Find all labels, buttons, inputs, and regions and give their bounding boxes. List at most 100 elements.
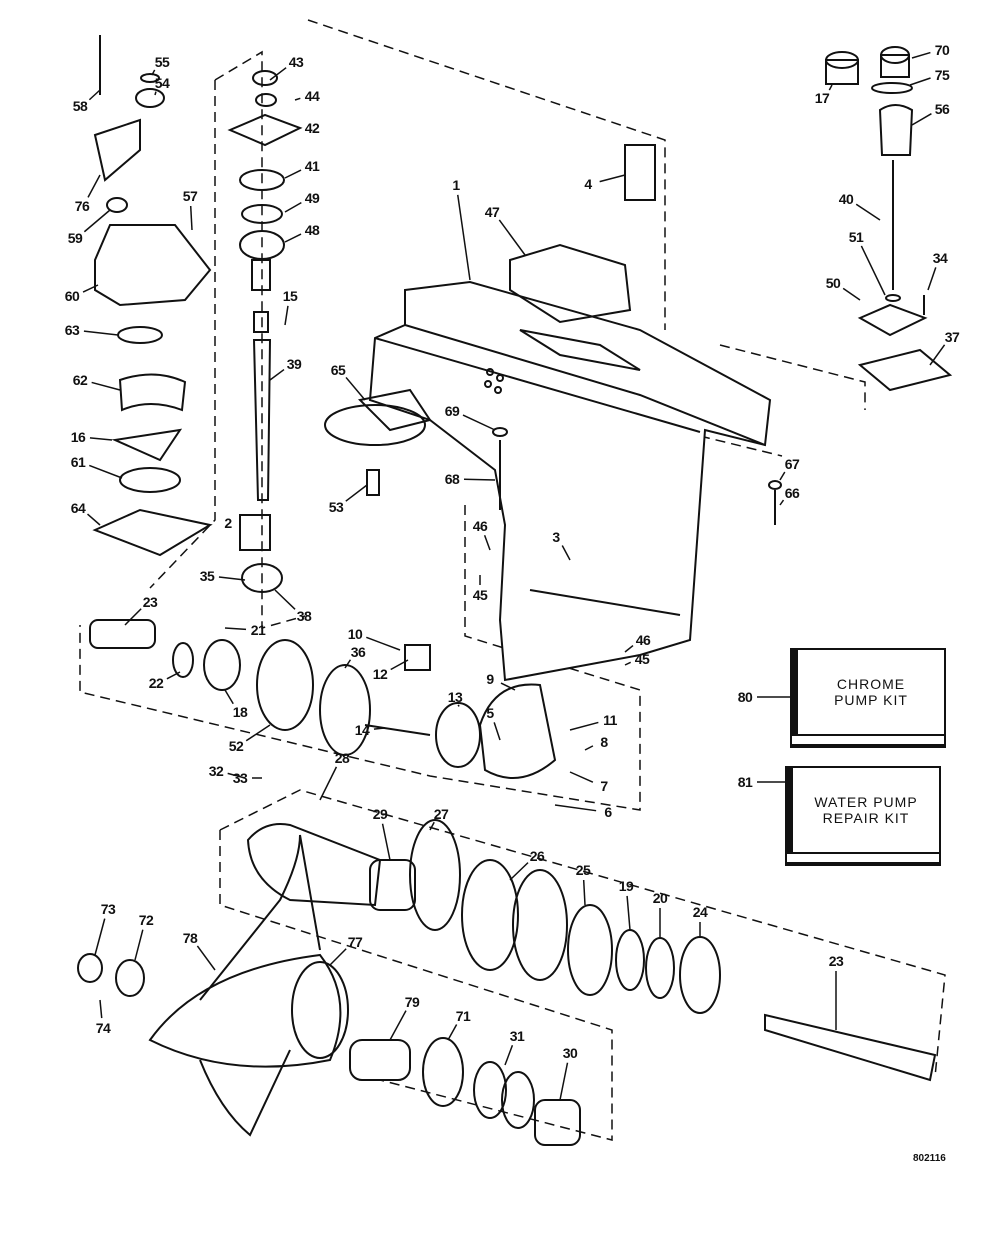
leader-line-14 — [373, 727, 386, 730]
callout-9: 9 — [486, 671, 494, 687]
leader-line-37 — [929, 344, 946, 366]
callout-45: 45 — [472, 587, 488, 603]
leader-line-55 — [151, 69, 156, 76]
leader-line-38 — [274, 589, 296, 610]
leader-line-43 — [269, 67, 287, 81]
leader-line-74 — [99, 999, 103, 1019]
leader-line-73 — [94, 918, 106, 956]
callout-20: 20 — [652, 890, 668, 906]
leader-line-11 — [569, 721, 599, 731]
callout-54: 54 — [154, 75, 170, 91]
leader-line-75 — [909, 77, 931, 86]
leader-line-13 — [457, 704, 460, 707]
callout-50: 50 — [825, 275, 841, 291]
leader-line-76 — [87, 174, 101, 198]
callout-24: 24 — [692, 904, 708, 920]
callout-41: 41 — [304, 158, 320, 174]
chrome-pump-kit-box: CHROME PUMP KIT — [790, 648, 946, 736]
callout-6: 6 — [604, 804, 612, 820]
callout-21: 21 — [250, 622, 266, 638]
parts — [77, 35, 953, 1146]
callout-26: 26 — [529, 848, 545, 864]
callout-47: 47 — [484, 204, 500, 220]
kit-81-line1: WATER PUMP — [814, 794, 918, 810]
callout-56: 56 — [934, 101, 950, 117]
callout-30: 30 — [562, 1045, 578, 1061]
leader-line-69 — [462, 414, 496, 431]
leader-line-31 — [504, 1044, 514, 1066]
leader-line-18 — [224, 689, 234, 705]
callout-74: 74 — [95, 1020, 111, 1036]
leader-line-7 — [569, 771, 594, 783]
leader-line-78 — [196, 945, 216, 971]
leader-line-1 — [457, 194, 471, 281]
callout-18: 18 — [232, 704, 248, 720]
callout-40: 40 — [838, 191, 854, 207]
callout-35: 35 — [199, 568, 215, 584]
callout-14: 14 — [354, 722, 370, 738]
leader-line-32 — [227, 772, 246, 779]
leader-line-36 — [344, 659, 352, 669]
leader-line-46 — [624, 644, 634, 653]
callout-29: 29 — [372, 806, 388, 822]
callout-65: 65 — [330, 362, 346, 378]
leader-line-29 — [381, 823, 391, 861]
callout-51: 51 — [848, 229, 864, 245]
leader-line-60 — [82, 284, 99, 293]
leader-line-9 — [500, 682, 516, 691]
leader-line-47 — [498, 219, 526, 256]
callout-81: 81 — [737, 774, 753, 790]
callout-42: 42 — [304, 120, 320, 136]
callout-23: 23 — [142, 594, 158, 610]
callout-10: 10 — [347, 626, 363, 642]
callout-39: 39 — [286, 356, 302, 372]
leader-line-68 — [463, 478, 496, 481]
leader-line-67 — [779, 471, 786, 481]
leader-line-52 — [245, 724, 271, 742]
callout-46: 46 — [635, 632, 651, 648]
leader-line-46 — [483, 534, 491, 551]
callout-8: 8 — [600, 734, 608, 750]
callout-64: 64 — [70, 500, 86, 516]
callout-23: 23 — [828, 953, 844, 969]
leader-line-12 — [390, 659, 409, 671]
leader-line-39 — [269, 368, 285, 381]
callout-22: 22 — [148, 675, 164, 691]
callout-76: 76 — [74, 198, 90, 214]
leader-line-34 — [927, 267, 937, 291]
leader-line-44 — [294, 97, 301, 101]
callout-79: 79 — [404, 994, 420, 1010]
leader-line-16 — [89, 437, 113, 441]
callout-5: 5 — [486, 705, 494, 721]
callout-69: 69 — [444, 403, 460, 419]
leader-line-51 — [860, 245, 886, 296]
callout-2: 2 — [224, 515, 232, 531]
leader-line-50 — [842, 287, 861, 301]
leader-line-41 — [284, 169, 302, 179]
callout-31: 31 — [509, 1028, 525, 1044]
callout-72: 72 — [138, 912, 154, 928]
leader-line-35 — [218, 576, 246, 581]
leader-line-8 — [584, 745, 594, 751]
callout-80: 80 — [737, 689, 753, 705]
callout-45: 45 — [634, 651, 650, 667]
leader-line-5 — [493, 722, 501, 741]
callout-70: 70 — [934, 42, 950, 58]
callout-46: 46 — [472, 518, 488, 534]
callout-63: 63 — [64, 322, 80, 338]
leader-line-71 — [447, 1024, 458, 1041]
callout-13: 13 — [447, 689, 463, 705]
kit-81-line2: REPAIR KIT — [822, 810, 910, 826]
leader-line-54 — [154, 91, 157, 96]
callout-38: 38 — [296, 608, 312, 624]
callout-53: 53 — [328, 499, 344, 515]
callout-7: 7 — [600, 778, 608, 794]
callout-75: 75 — [934, 67, 950, 83]
callout-33: 33 — [232, 770, 248, 786]
callout-43: 43 — [288, 54, 304, 70]
leader-line-63 — [83, 330, 119, 336]
callout-32: 32 — [208, 763, 224, 779]
kit-80-line1: CHROME — [836, 676, 906, 692]
